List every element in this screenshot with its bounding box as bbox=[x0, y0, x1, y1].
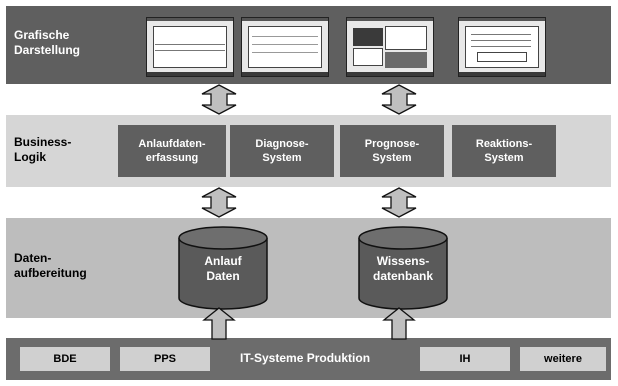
screen-thumbnail-4 bbox=[458, 17, 546, 77]
database-cylinder-icon bbox=[178, 226, 268, 310]
database-label: Wissens- datenbank bbox=[372, 254, 433, 283]
production-systems-title: IT-Systeme Produktion bbox=[240, 351, 371, 365]
system-bde: BDE bbox=[20, 347, 110, 371]
screen-thumbnail-1 bbox=[146, 17, 234, 77]
system-weitere: weitere bbox=[520, 347, 606, 371]
production-systems-layer: BDE PPS IT-Systeme Produktion IH weitere bbox=[6, 338, 611, 380]
double-arrow-icon bbox=[201, 187, 237, 218]
data-preparation-layer-label: Daten- aufbereitung bbox=[14, 251, 87, 280]
screen-thumbnail-2 bbox=[241, 17, 329, 77]
arrow-up-icon bbox=[202, 307, 236, 340]
presentation-layer-label: Grafische Darstellung bbox=[14, 28, 81, 57]
module-reaktions-system: Reaktions- System bbox=[452, 125, 556, 177]
database-wissensdatenbank: Wissens- datenbank bbox=[358, 226, 448, 310]
module-anlaufdatenerfassung: Anlaufdaten- erfassung bbox=[118, 125, 226, 177]
double-arrow-icon bbox=[201, 84, 237, 115]
double-arrow-icon bbox=[381, 187, 417, 218]
arrow-up-icon bbox=[382, 307, 416, 340]
business-logic-layer-label: Business- Logik bbox=[14, 135, 72, 164]
system-ih: IH bbox=[420, 347, 510, 371]
double-arrow-icon bbox=[381, 84, 417, 115]
module-diagnose-system: Diagnose- System bbox=[230, 125, 334, 177]
presentation-layer: Grafische Darstellung bbox=[6, 6, 611, 84]
database-label: Anlauf Daten bbox=[204, 254, 242, 283]
business-logic-layer: Business- Logik Anlaufdaten- erfassung D… bbox=[6, 115, 611, 187]
data-preparation-layer: Daten- aufbereitung Anlauf Daten Wissens… bbox=[6, 218, 611, 318]
module-prognose-system: Prognose- System bbox=[340, 125, 444, 177]
database-anlauf-daten: Anlauf Daten bbox=[178, 226, 268, 310]
screen-thumbnail-3 bbox=[346, 17, 434, 77]
database-cylinder-icon bbox=[358, 226, 448, 310]
system-pps: PPS bbox=[120, 347, 210, 371]
